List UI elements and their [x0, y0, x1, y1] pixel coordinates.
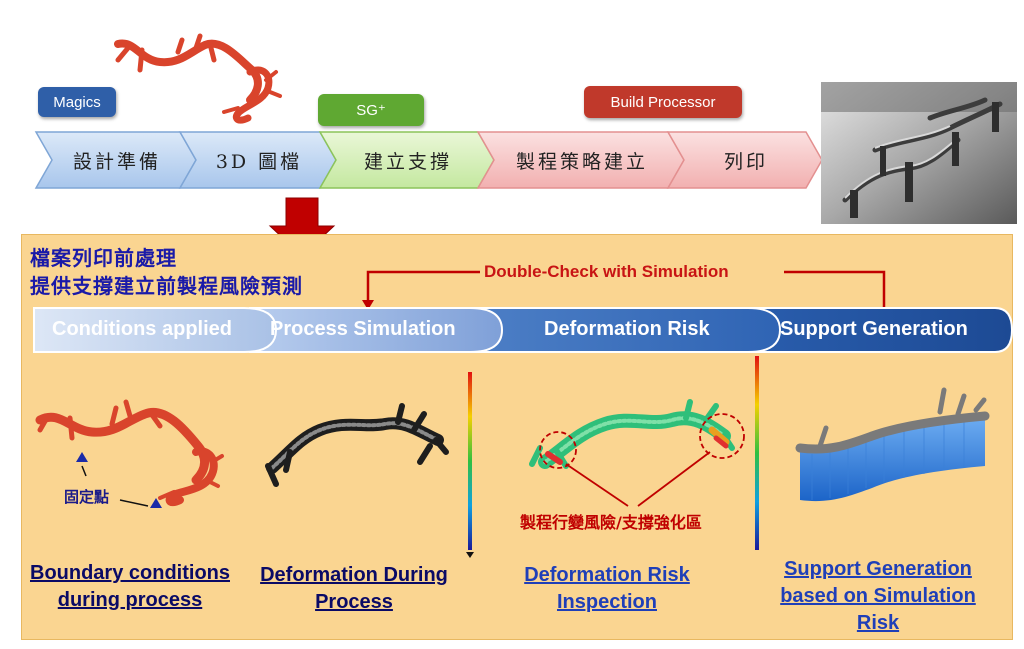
fixed-points-label: 固定點: [64, 488, 110, 506]
step-label-5: 列印: [723, 150, 768, 173]
step-label-1: 設計準備: [72, 150, 161, 173]
down-arrow: [268, 197, 336, 234]
support-generation-image: [795, 387, 990, 502]
deformation-simulation-image: [265, 403, 449, 487]
stage-label-3: Deformation Risk: [544, 318, 710, 340]
part-3d-model-image: [114, 33, 282, 124]
stage-pill-1: [33, 307, 278, 353]
panel-title-line1: 檔案列印前處理: [30, 246, 177, 270]
risk-zone-circle-1: [539, 431, 577, 469]
fixed-point-marker-2: [150, 498, 162, 508]
process-flow-graphic: [34, 33, 1017, 234]
step-label-4: 製程策略建立: [515, 150, 648, 173]
deformation-risk-image: [529, 399, 735, 469]
fixed-point-marker-1: [76, 452, 88, 462]
magics-tag: Magics: [38, 87, 116, 117]
risk-zone-label: 製程行變風險/支撐強化區: [520, 513, 702, 532]
step-label-3: 建立支撐: [363, 150, 452, 173]
step-chevron-5: [666, 131, 823, 189]
step-label-2: 3D 圖檔: [215, 150, 303, 173]
build-processor-tag: Build Processor: [584, 86, 742, 118]
stage-label-1: Conditions applied: [52, 318, 232, 340]
stage-pill-3: [469, 307, 782, 353]
color-scale-bar-1: [468, 372, 472, 550]
double-check-bracket: [366, 270, 480, 306]
stage-pill-4: [737, 307, 1014, 353]
stage-label-2: Process Simulation: [270, 318, 456, 340]
color-scale-bar-2: [755, 356, 759, 550]
printed-parts-photo: [821, 82, 1017, 224]
double-check-label: Double-Check with Simulation: [484, 262, 729, 281]
stage-pill-2: [249, 307, 504, 353]
panel-title-line2: 提供支撐建立前製程風險預測: [30, 274, 303, 298]
boundary-conditions-image: [35, 399, 224, 507]
sg-tag: SG⁺: [318, 94, 424, 126]
stage-label-4: Support Generation: [780, 318, 968, 340]
risk-zone-circle-2: [699, 413, 745, 459]
